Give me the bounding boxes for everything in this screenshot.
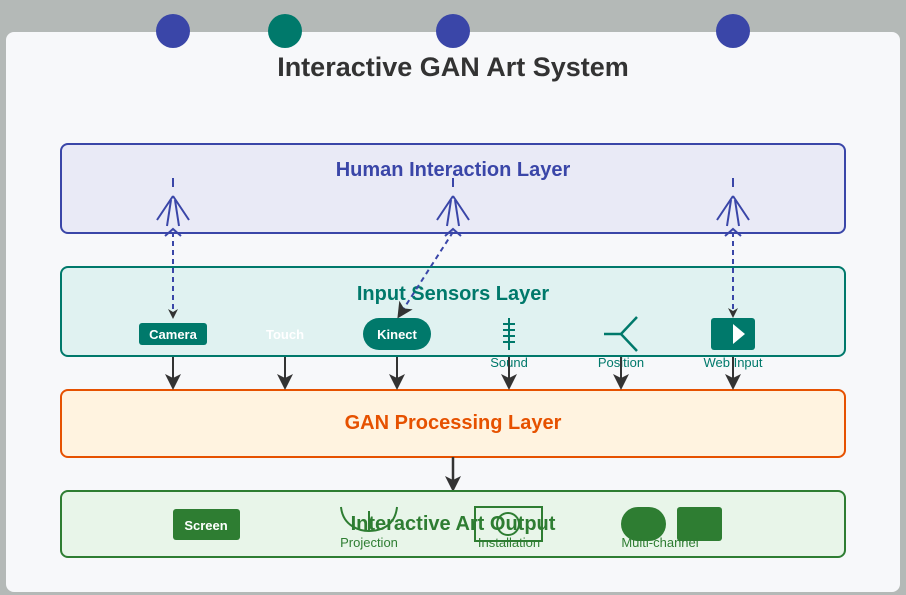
person-icon [156,178,190,227]
interactive-art-output-layer: Screen Projection Installation Multi-cha… [60,490,846,558]
multi-channel-label: Multi-channel [621,535,698,550]
human-layer-title: Human Interaction Layer [336,159,571,181]
position-icon [604,316,638,352]
play-triangle-icon [733,324,745,344]
camera-label: Camera [149,327,197,342]
multi-channel-square-icon [677,507,722,541]
diagram-title: Interactive GAN Art System [277,52,629,82]
sensor-to-gan-arrows [165,357,741,390]
installation-circle-icon [496,512,520,536]
kinect-sensor [363,318,431,350]
multi-channel-round-icon [621,507,666,541]
output-layer-title: Interactive Art Output [351,513,556,535]
connector-person-kinect [397,231,454,319]
human-to-sensor-connectors [164,227,742,319]
installation-label: Installation [478,535,540,550]
connector-start-chevron [164,227,182,237]
touch-label: Touch [266,327,304,342]
camera-sensor [139,323,207,345]
indigo-dot-icon [436,14,470,48]
input-sensors-layer: Camera Touch Kinect Sound Position Web I… [60,266,846,370]
projection-label: Projection [340,535,398,550]
sensors-layer-title: Input Sensors Layer [357,283,549,305]
indigo-dot-icon [716,14,750,48]
person-icon [716,178,750,227]
sensors-layer-box [60,266,846,357]
connector-start-chevron [444,227,462,237]
gan-layer-title: GAN Processing Layer [345,412,562,434]
installation-icon [474,506,543,542]
screen-label: Screen [184,518,227,533]
sound-wave-icon [503,318,515,350]
gan-processing-layer: GAN Processing Layer [60,389,846,458]
kinect-label: Kinect [377,327,417,342]
screen-output [173,509,240,540]
connector-start-chevron [724,227,742,237]
teal-dot-icon [268,14,302,48]
indigo-dot-icon [156,14,190,48]
human-interaction-layer: Human Interaction Layer [60,143,846,234]
person-icon [436,178,470,227]
